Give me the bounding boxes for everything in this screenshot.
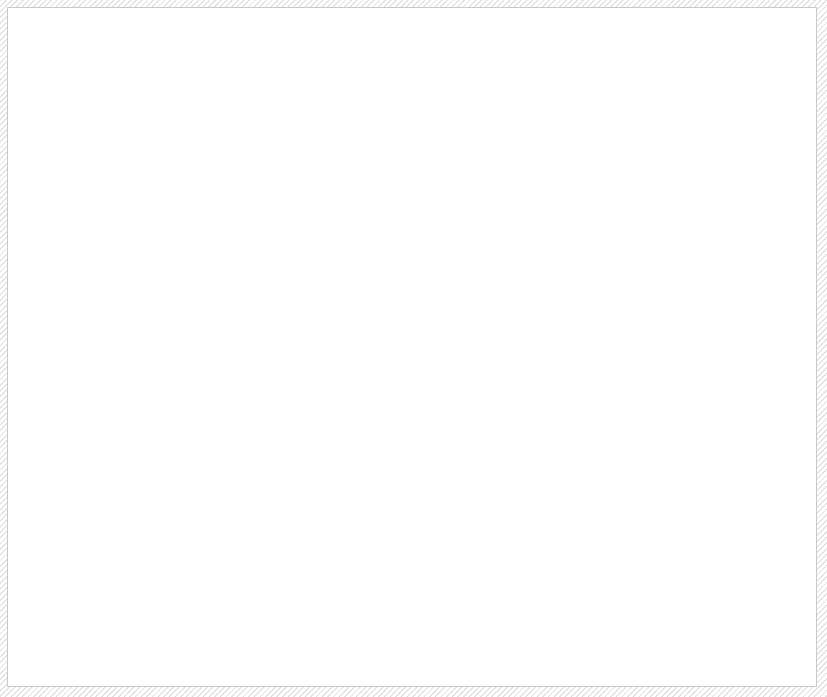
blank-content-panel xyxy=(7,7,817,687)
